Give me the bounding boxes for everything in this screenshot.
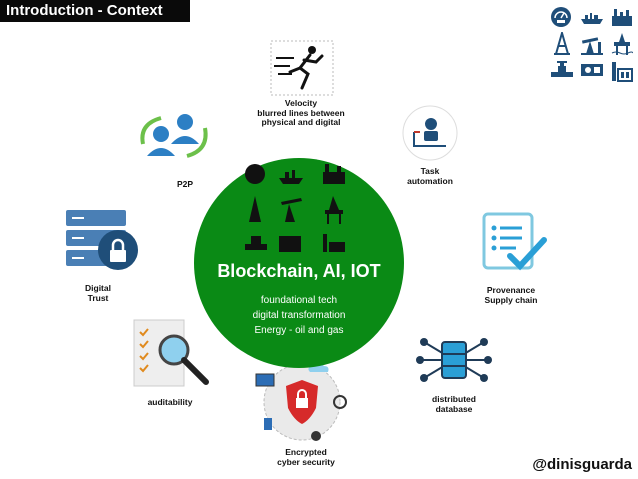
gas-gauge-icon (551, 7, 571, 27)
server-lock-icon (66, 210, 138, 270)
storage-plant-mini-icon (323, 234, 345, 252)
velocity-label: Velocity blurred lines between physical … (240, 98, 362, 128)
offshore-platform-icon (611, 33, 633, 55)
center-title: Blockchain, AI, IOT (217, 261, 381, 281)
running-figure-icon (270, 40, 334, 96)
center-circle: Blockchain, AI, IOT foundational tech di… (194, 158, 404, 368)
circle-icon-set (245, 164, 345, 252)
document-magnifier-icon (133, 319, 209, 387)
author-handle: @dinisguarda (532, 456, 632, 473)
storage-plant-icon (612, 62, 633, 82)
oil-tanker-mini-icon (279, 170, 303, 184)
security-line-1: Encrypted (285, 447, 327, 457)
distributed-line-1: distributed (432, 394, 476, 404)
pipeline-valve-mini-icon (245, 236, 267, 250)
task-line-2: automation (407, 175, 453, 186)
provenance-label: Provenance Supply chain (472, 285, 550, 305)
task-line-1: Task (420, 166, 440, 176)
oil-rig-icon (554, 32, 570, 55)
velocity-line-2: blurred lines between (257, 107, 345, 118)
robot-hand-icon (402, 105, 458, 161)
center-line-3: Energy - oil and gas (254, 325, 344, 336)
pumpjack-icon (581, 37, 603, 55)
digital-trust-line-1: Digital (85, 283, 111, 293)
offshore-platform-mini-icon (325, 196, 343, 224)
refinery-mini-icon (323, 164, 345, 184)
shield-lock-icon (255, 363, 347, 441)
pipeline-valve-icon (551, 61, 573, 77)
auditability-label: auditability (147, 397, 193, 407)
fuel-truck-icon (581, 64, 603, 76)
digital-trust-line-2: Trust (87, 292, 109, 303)
pumpjack-mini-icon (281, 198, 302, 222)
center-line-2: digital transformation (252, 310, 346, 321)
fuel-truck-mini-icon (279, 236, 301, 252)
page-title: Introduction - Context (6, 2, 163, 19)
security-label: Encrypted cyber security (262, 447, 350, 467)
digital-trust-label: Digital Trust (68, 283, 128, 303)
velocity-line-1: Velocity (284, 98, 318, 108)
refinery-icon (612, 9, 632, 26)
oil-rig-mini-icon (249, 196, 261, 222)
checklist-icon (482, 212, 547, 271)
energy-icon-grid (548, 4, 636, 84)
p2p-label: P2P (176, 179, 194, 189)
security-line-2: cyber security (277, 456, 335, 467)
gas-gauge-mini-icon (245, 164, 265, 184)
oil-tanker-icon (581, 13, 603, 24)
network-database-icon (416, 338, 492, 382)
velocity-line-3: physical and digital (261, 117, 341, 127)
distributed-label: distributed database (418, 394, 490, 414)
provenance-line-2: Supply chain (484, 294, 538, 305)
task-label: Task automation (390, 166, 470, 186)
provenance-line-1: Provenance (486, 285, 536, 295)
distributed-line-2: database (435, 403, 473, 414)
title-bar: Introduction - Context (0, 0, 190, 22)
center-line-1: foundational tech (260, 295, 338, 306)
people-exchange-icon (140, 114, 208, 158)
